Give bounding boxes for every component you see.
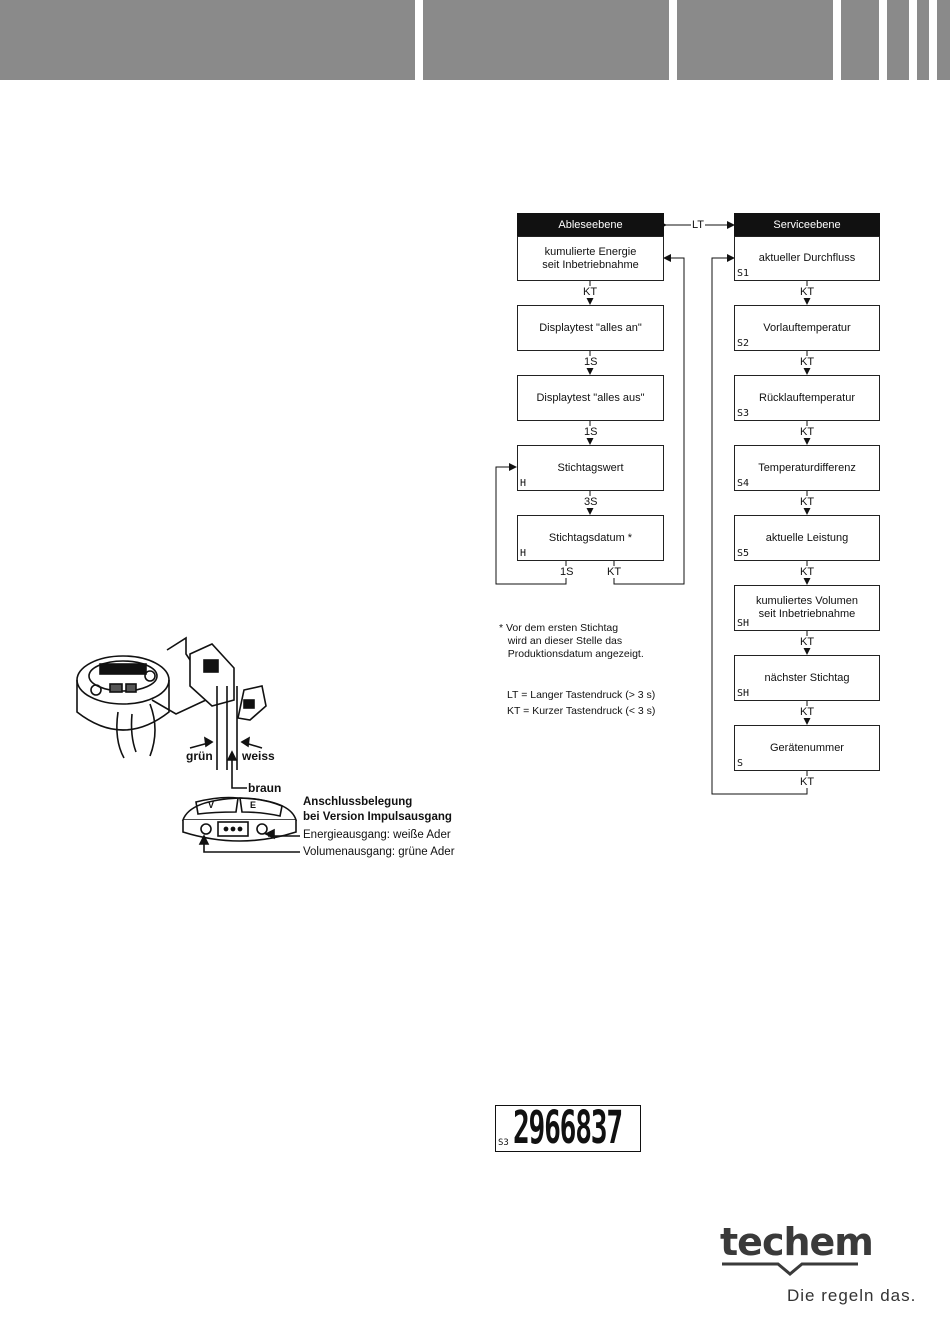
left-box-text: Stichtagswert bbox=[557, 461, 624, 474]
right-box-code: S2 bbox=[737, 338, 750, 349]
right-box-text: aktueller Durchfluss bbox=[758, 252, 856, 264]
right-box-text: Vorlauftemperatur bbox=[763, 321, 851, 334]
terminal-v-label: V bbox=[208, 800, 215, 810]
wire-green-label: grün bbox=[186, 749, 213, 763]
read-level-header: Ableseebene bbox=[517, 213, 664, 236]
footnote: * Vor dem ersten Stichtag wird an dieser… bbox=[499, 622, 644, 660]
right-transition: KT bbox=[799, 356, 816, 368]
energy-output-label: Energieausgang: weiße Ader bbox=[303, 829, 451, 841]
logo-underline bbox=[722, 1262, 858, 1276]
right-box-code: S bbox=[737, 758, 744, 769]
header-bar-1 bbox=[0, 0, 415, 80]
right-transition: KT bbox=[799, 706, 816, 718]
left-box-text: Stichtagsdatum * bbox=[548, 531, 633, 544]
right-box-code: SH bbox=[737, 618, 750, 629]
right-box-text: kumuliertes Volumen seit Inbetriebnahme bbox=[755, 595, 859, 620]
header-bar-5 bbox=[887, 0, 909, 80]
right-box-text: aktuelle Leistung bbox=[765, 531, 849, 544]
right-transition: KT bbox=[799, 776, 816, 788]
right-box-code: S5 bbox=[737, 548, 750, 559]
right-transition: KT bbox=[799, 496, 816, 508]
left-transition: 3S bbox=[583, 496, 599, 508]
right-box-text: Rücklauftemperatur bbox=[759, 391, 855, 404]
left-box-text: Displaytest "alles an" bbox=[539, 321, 642, 334]
wiring-title-line2: bei Version Impulsausgang bbox=[303, 811, 452, 823]
header-bar-3 bbox=[677, 0, 833, 80]
left-transition: 1S bbox=[583, 426, 599, 438]
header-bar-4 bbox=[841, 0, 879, 80]
left-box-text: kumulierte Energie seit Inbetriebnahme bbox=[542, 245, 639, 271]
lt-legend: LT = Langer Tastendruck (> 3 s) bbox=[507, 689, 656, 701]
right-transition: KT bbox=[799, 636, 816, 648]
right-box-code: SH bbox=[737, 688, 750, 699]
wire-white-label: weiss bbox=[242, 749, 275, 763]
right-transition: KT bbox=[799, 286, 816, 298]
right-box-text: Gerätenummer bbox=[770, 741, 844, 754]
left-bottom-label: KT bbox=[606, 566, 623, 578]
wiring-title-line1: Anschlussbelegung bbox=[303, 796, 413, 808]
header-bar-2 bbox=[423, 0, 669, 80]
left-box-2: Displaytest "alles aus" bbox=[517, 375, 664, 421]
right-box-code: S1 bbox=[737, 268, 750, 279]
left-transition: KT bbox=[582, 286, 599, 298]
wire-brown-label: braun bbox=[248, 781, 282, 795]
right-transition: KT bbox=[799, 566, 816, 578]
right-box-code: S3 bbox=[737, 408, 750, 419]
logo-text: techem bbox=[720, 1220, 874, 1264]
right-box-code: S4 bbox=[737, 478, 750, 489]
left-transition: 1S bbox=[583, 356, 599, 368]
techem-logo: techem bbox=[720, 1220, 874, 1276]
lcd-digits: 2966837 bbox=[513, 1105, 623, 1152]
left-box-code: H bbox=[520, 478, 527, 489]
header-bar-6 bbox=[917, 0, 929, 80]
header-bar-7 bbox=[937, 0, 950, 80]
left-bottom-label: 1S bbox=[559, 566, 575, 578]
terminal-e-label: E bbox=[250, 800, 257, 810]
volume-output-label: Volumenausgang: grüne Ader bbox=[303, 846, 455, 858]
brand-slogan: Die regeln das. bbox=[787, 1286, 917, 1305]
left-box-code: H bbox=[520, 548, 527, 559]
right-box-text: nächster Stichtag bbox=[764, 671, 850, 684]
right-box-text: Temperaturdifferenz bbox=[758, 461, 856, 474]
lt-label: LT bbox=[691, 219, 706, 231]
left-box-text: Displaytest "alles aus" bbox=[536, 391, 645, 404]
left-box-0: kumulierte Energie seit Inbetriebnahme bbox=[517, 236, 664, 281]
left-box-4: Stichtagsdatum * H bbox=[517, 515, 664, 561]
service-level-header: Serviceebene bbox=[734, 213, 880, 236]
right-transition: KT bbox=[799, 426, 816, 438]
left-box-1: Displaytest "alles an" bbox=[517, 305, 664, 351]
lcd-display: S3 2966837 bbox=[495, 1105, 641, 1152]
kt-legend: KT = Kurzer Tastendruck (< 3 s) bbox=[507, 705, 656, 717]
lcd-prefix: S3 bbox=[498, 1138, 509, 1148]
